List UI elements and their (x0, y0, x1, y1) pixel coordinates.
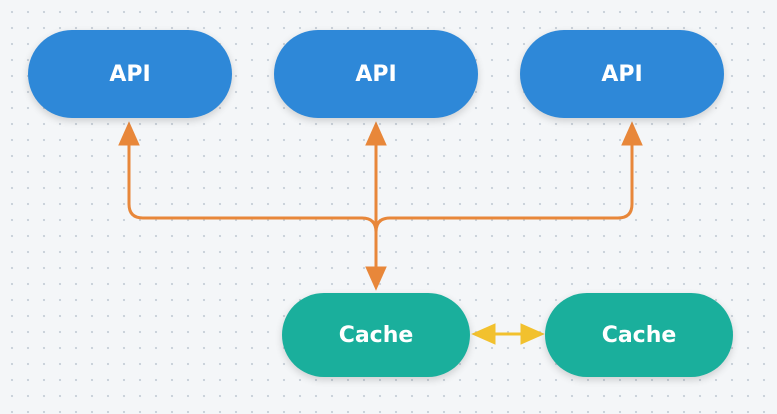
api-node-2-label: API (355, 61, 397, 87)
api-node-2[interactable]: API (274, 30, 478, 118)
edge-cache-to-api-left (118, 121, 378, 280)
cache-node-1-label: Cache (338, 322, 414, 348)
api-node-3[interactable]: API (520, 30, 724, 118)
api-node-1[interactable]: API (28, 30, 232, 118)
edge-cache-to-api-right (374, 121, 643, 280)
cache-node-1[interactable]: Cache (282, 293, 470, 377)
api-node-1-label: API (109, 61, 151, 87)
api-node-3-label: API (601, 61, 643, 87)
cache-node-2[interactable]: Cache (545, 293, 733, 377)
cache-node-2-label: Cache (601, 322, 677, 348)
